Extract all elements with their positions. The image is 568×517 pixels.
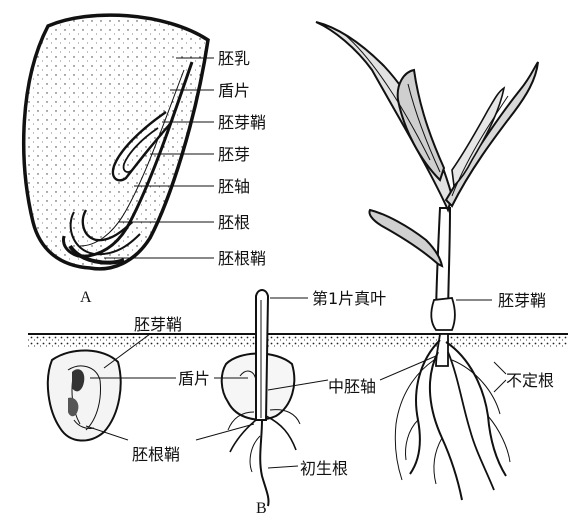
label-primary-root: 初生根 — [300, 459, 348, 478]
label-mesocotyl: 中胚轴 — [328, 377, 376, 396]
kernel-outline — [24, 15, 208, 269]
seedling-emerging — [222, 290, 300, 506]
label-scutellum-b: 盾片 — [178, 369, 210, 388]
panel-a-kernel: 胚乳 盾片 胚芽鞘 胚芽 胚轴 胚根 胚根鞘 A — [24, 15, 266, 306]
panel-letter-a: A — [80, 289, 92, 306]
leader-primary-root — [268, 466, 298, 468]
soil-layer — [28, 334, 568, 348]
leader-adventitious-1 — [494, 362, 506, 374]
corn-plant — [316, 22, 538, 500]
label-first-true-leaf: 第1片真叶 — [312, 289, 386, 308]
label-coleorhiza: 胚根鞘 — [218, 249, 266, 268]
label-coleoptile: 胚芽鞘 — [218, 113, 266, 132]
label-scutellum: 盾片 — [218, 81, 250, 100]
panel-letter-b: B — [256, 500, 267, 517]
label-embryo-axis: 胚轴 — [218, 177, 250, 196]
label-plumule: 胚芽 — [218, 145, 250, 164]
label-endosperm: 胚乳 — [218, 49, 250, 68]
leader-adventitious-2 — [494, 380, 506, 392]
label-coleoptile-right: 胚芽鞘 — [498, 291, 546, 310]
label-adventitious-roots: 不定根 — [506, 371, 554, 390]
label-radicle: 胚根 — [218, 213, 250, 232]
label-coleoptile-left: 胚芽鞘 — [134, 315, 182, 334]
label-coleorhiza-b: 胚根鞘 — [132, 445, 180, 464]
